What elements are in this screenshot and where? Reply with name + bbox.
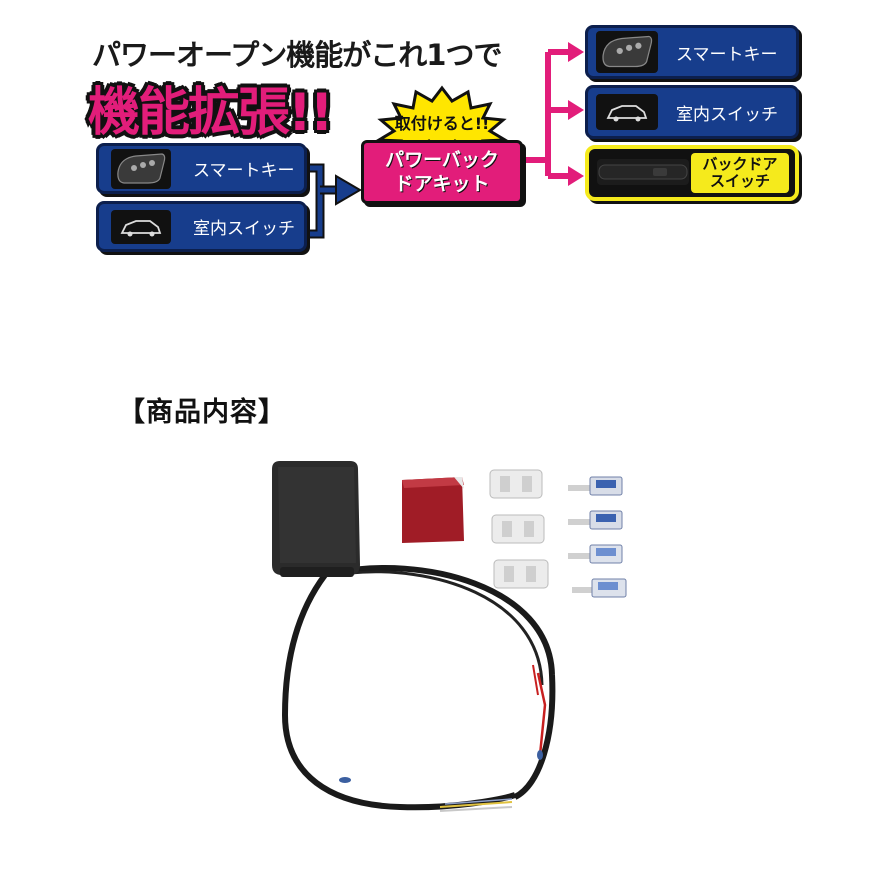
double-sided-tape xyxy=(402,477,464,543)
output-smart-key: スマートキー xyxy=(585,25,799,79)
backdoor-switch-label: バックドア スイッチ xyxy=(691,153,789,193)
input-smart-key: スマートキー xyxy=(96,143,307,194)
arrow-out-3 xyxy=(568,166,584,186)
flow-connectors xyxy=(307,42,584,239)
arrow-out-1 xyxy=(568,42,584,62)
output-cabin-switch-label: 室内スイッチ xyxy=(676,104,778,125)
output-backdoor-switch: バックドア スイッチ xyxy=(585,145,799,201)
power-backdoor-kit-box: パワーバック ドアキット xyxy=(361,140,523,204)
backdoor-switch-icon xyxy=(597,159,689,185)
smart-key-icon xyxy=(596,31,658,73)
kit-label-line2: ドアキット xyxy=(394,173,490,195)
headline-line2: 機能拡張!! xyxy=(88,83,333,143)
arrow-to-kit xyxy=(335,174,362,206)
terminals xyxy=(568,476,627,598)
burst-text: 取付けると!! xyxy=(394,114,490,133)
input-cabin-switch: 室内スイッチ xyxy=(96,201,307,252)
wire-harness xyxy=(281,565,556,812)
arrow-out-2 xyxy=(568,100,584,120)
backdoor-switch-label-line2: スイッチ xyxy=(709,172,770,190)
connector-housings xyxy=(489,469,549,589)
kit-label-line1: パワーバック xyxy=(385,149,499,171)
car-switch-icon xyxy=(111,209,171,244)
input-smart-key-label: スマートキー xyxy=(193,161,295,181)
output-cabin-switch: 室内スイッチ xyxy=(585,85,799,139)
car-switch-icon xyxy=(596,94,658,130)
product-photo xyxy=(272,461,627,812)
input-cabin-switch-label: 室内スイッチ xyxy=(193,219,295,239)
headline-line1: パワーオープン機能がこれ1つで xyxy=(92,38,502,72)
product-contents-title: 【商品内容】 xyxy=(118,397,286,428)
output-smart-key-label: スマートキー xyxy=(676,44,778,65)
backdoor-switch-label-line1: バックドア xyxy=(702,155,778,173)
control-unit xyxy=(272,461,360,577)
smart-key-icon xyxy=(111,148,171,189)
